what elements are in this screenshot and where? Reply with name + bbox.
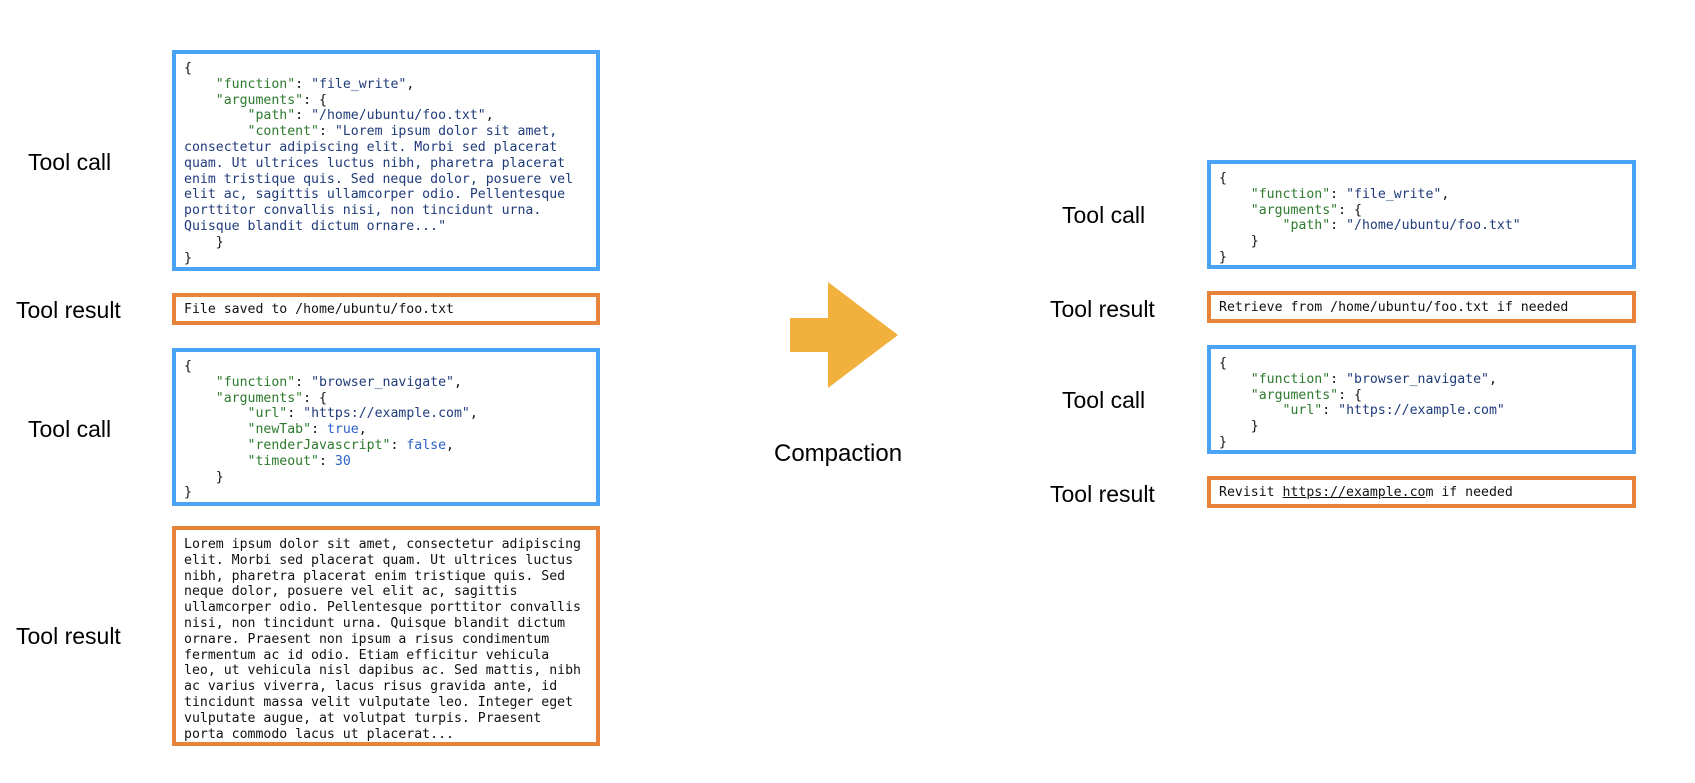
- json-key: "content": [247, 124, 319, 140]
- json-key: "timeout": [247, 453, 319, 469]
- json-content-line: "content": "Lorem ipsum dolor sit amet, …: [184, 124, 581, 234]
- tool-call-box-file-write: { "function": "file_write", "arguments":…: [172, 50, 600, 271]
- compaction-label: Compaction: [774, 440, 903, 467]
- json-newtab-line: "newTab": true,: [247, 422, 367, 438]
- json-literal: 30: [334, 453, 351, 469]
- json-string: "/home/ubuntu/foo.txt": [1346, 218, 1521, 234]
- arrow-shape: [790, 282, 898, 388]
- arrow-right-icon: [790, 282, 898, 388]
- json-key: "arguments": [215, 92, 304, 108]
- json-timeout-line: "timeout": 30: [247, 453, 351, 469]
- json-inner-close: }: [1250, 419, 1259, 435]
- json-literal: false: [406, 437, 447, 453]
- compacted-tool-result-box-revisit: Revisit https://example.com if needed: [1207, 476, 1636, 508]
- json-inner-close: }: [215, 234, 224, 250]
- json-inner-close: }: [1250, 234, 1259, 250]
- compacted-tool-call-box-file-write: { "function": "file_write", "arguments":…: [1207, 160, 1636, 269]
- json-key: "arguments": [1250, 387, 1339, 403]
- json-arguments-line: "arguments": {: [215, 92, 327, 108]
- json-path-line: "path": "/home/ubuntu/foo.txt": [1282, 218, 1521, 234]
- label-tool-call-3: Tool call: [1062, 202, 1146, 228]
- json-path-line: "path": "/home/ubuntu/foo.txt",: [247, 108, 494, 124]
- json-string: "browser_navigate": [1346, 371, 1489, 387]
- json-url-line: "url": "https://example.com": [1282, 403, 1505, 419]
- json-key: "function": [1250, 371, 1331, 387]
- json-string: "file_write": [311, 76, 407, 92]
- tool-result-box-page-content: Lorem ipsum dolor sit amet, consectetur …: [172, 526, 600, 746]
- json-function-line: "function": "browser_navigate",: [1250, 371, 1497, 387]
- json-key: "arguments": [1250, 202, 1339, 218]
- label-tool-call-2: Tool call: [28, 416, 112, 442]
- json-open-brace: {: [1219, 356, 1227, 371]
- label-tool-result-3: Tool result: [1050, 296, 1155, 322]
- json-arguments-line: "arguments": {: [1250, 202, 1362, 218]
- json-key: "path": [1282, 218, 1331, 234]
- revisit-prefix: Revisit: [1219, 485, 1283, 500]
- json-function-line: "function": "file_write",: [215, 76, 415, 92]
- json-open-brace: {: [184, 61, 192, 76]
- json-arguments-line: "arguments": {: [215, 390, 327, 406]
- json-key: "function": [215, 76, 296, 92]
- json-close-brace: }: [184, 250, 192, 266]
- json-string: "Lorem ipsum dolor sit amet, consectetur…: [184, 124, 581, 234]
- json-key: "newTab": [247, 422, 312, 438]
- json-arguments-line: "arguments": {: [1250, 387, 1362, 403]
- json-close-brace: }: [184, 485, 192, 501]
- json-string: "https://example.com": [1338, 403, 1505, 419]
- json-inner-close: }: [215, 469, 224, 485]
- json-key: "function": [215, 374, 296, 390]
- json-literal: true: [326, 422, 359, 438]
- json-string: "file_write": [1346, 186, 1442, 202]
- json-key: "arguments": [215, 390, 304, 406]
- revisit-link[interactable]: https://example.co: [1282, 485, 1426, 500]
- json-key: "renderJavascript": [247, 437, 391, 453]
- json-key: "url": [247, 406, 288, 422]
- revisit-suffix: m if needed: [1425, 485, 1513, 500]
- json-close-brace: }: [1219, 249, 1227, 265]
- label-tool-result-2: Tool result: [16, 623, 121, 649]
- label-tool-result-4: Tool result: [1050, 481, 1155, 507]
- json-open-brace: {: [184, 359, 192, 374]
- label-tool-call-1: Tool call: [28, 149, 112, 175]
- json-key: "function": [1250, 186, 1331, 202]
- label-tool-result-1: Tool result: [16, 297, 121, 323]
- json-key: "path": [247, 108, 296, 124]
- json-function-line: "function": "browser_navigate",: [215, 374, 462, 390]
- compacted-tool-result-box-retrieve: Retrieve from /home/ubuntu/foo.txt if ne…: [1207, 291, 1636, 323]
- json-close-brace: }: [1219, 434, 1227, 450]
- json-open-brace: {: [1219, 171, 1227, 186]
- json-function-line: "function": "file_write",: [1250, 186, 1450, 202]
- json-string: "https://example.com": [303, 406, 470, 422]
- compacted-tool-call-box-browser-navigate: { "function": "browser_navigate", "argum…: [1207, 345, 1636, 454]
- tool-result-box-file-saved: File saved to /home/ubuntu/foo.txt: [172, 293, 600, 325]
- json-string: "/home/ubuntu/foo.txt": [311, 108, 486, 124]
- json-string: "browser_navigate": [311, 374, 454, 390]
- json-url-line: "url": "https://example.com",: [247, 406, 478, 422]
- tool-call-box-browser-navigate: { "function": "browser_navigate", "argum…: [172, 348, 600, 506]
- json-key: "url": [1282, 403, 1323, 419]
- label-tool-call-4: Tool call: [1062, 387, 1146, 413]
- json-renderjs-line: "renderJavascript": false,: [247, 437, 454, 453]
